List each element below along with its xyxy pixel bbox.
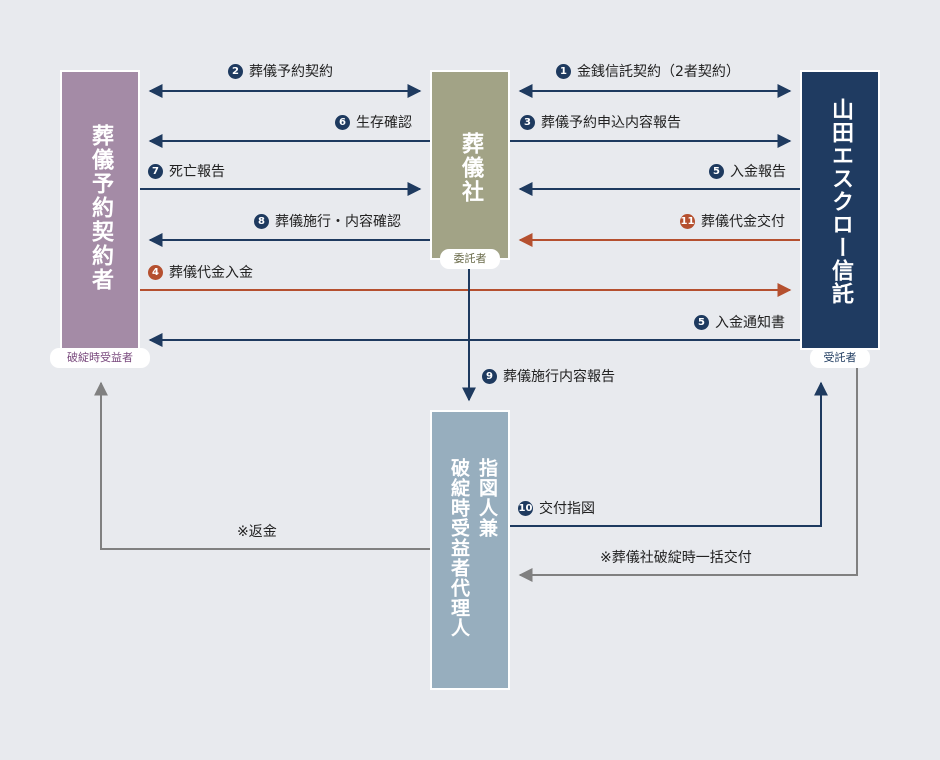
- flow-label-8: 8 葬儀施行・内容確認: [254, 211, 401, 231]
- flow-label-1: 1 金銭信託契約（2者契約）: [556, 61, 740, 81]
- flow-text-5b: 入金通知書: [715, 315, 785, 331]
- flow-label-4: 4 葬儀代金入金: [148, 262, 253, 282]
- flow-label-11: 11 葬儀代金交付: [680, 211, 785, 231]
- arrow-bankrupt: [518, 365, 858, 582]
- flow-number-1: 1: [556, 63, 571, 79]
- funeral-box: [430, 70, 510, 260]
- flow-label-10: 10 交付指図: [518, 498, 595, 518]
- agent-box: [430, 410, 510, 690]
- contractor-name: 葬儀予約契約者: [88, 124, 113, 292]
- agent-name-line1: 指図人兼: [476, 458, 498, 538]
- flow-number-11: 11: [680, 213, 695, 229]
- bankrupt-note: ※葬儀社破綻時一括交付: [600, 550, 752, 566]
- flow-text-10: 交付指図: [539, 501, 595, 517]
- flow-number-6: 6: [335, 114, 350, 130]
- flow-number-7: 7: [148, 163, 163, 179]
- escrow-role-badge: 受託者: [810, 348, 870, 368]
- flow-text-2: 葬儀予約契約: [249, 64, 333, 80]
- flow-number-2: 2: [228, 63, 243, 79]
- flow-text-9: 葬儀施行内容報告: [503, 369, 615, 385]
- contractor-role-badge: 破綻時受益者: [50, 348, 150, 368]
- flow-text-11: 葬儀代金交付: [701, 214, 785, 230]
- agent-name-line2: 破綻時受益者代理人: [448, 458, 470, 638]
- flow-number-10: 10: [518, 500, 533, 516]
- flow-text-8: 葬儀施行・内容確認: [275, 214, 401, 230]
- flow-text-1: 金銭信託契約（2者契約）: [577, 64, 740, 80]
- flow-text-7: 死亡報告: [169, 164, 225, 180]
- flow-label-5a: 5 入金報告: [709, 161, 786, 181]
- flow-text-6: 生存確認: [356, 115, 412, 131]
- arrow-flow-10: [510, 381, 828, 527]
- flow-number-8: 8: [254, 213, 269, 229]
- flow-label-5b: 5 入金通知書: [694, 312, 785, 332]
- flow-text-4: 葬儀代金入金: [169, 265, 253, 281]
- escrow-name: 山田エスクロー信託: [828, 98, 853, 305]
- flow-label-3: 3 葬儀予約申込内容報告: [520, 112, 681, 132]
- flow-label-7: 7 死亡報告: [148, 161, 225, 181]
- flow-label-2: 2 葬儀予約契約: [228, 61, 333, 81]
- funeral-name: 葬儀社: [458, 132, 483, 204]
- flow-number-9: 9: [482, 368, 497, 384]
- escrow-box: [800, 70, 880, 350]
- funeral-role-badge: 委託者: [440, 249, 500, 269]
- flow-number-5a: 5: [709, 163, 724, 179]
- refund-note: ※返金: [237, 524, 277, 540]
- contractor-box: [60, 70, 140, 350]
- flow-text-3: 葬儀予約申込内容報告: [541, 115, 681, 131]
- flow-label-6: 6 生存確認: [335, 112, 412, 132]
- flow-number-4: 4: [148, 264, 163, 280]
- flow-label-9: 9 葬儀施行内容報告: [482, 366, 615, 386]
- flow-number-5b: 5: [694, 314, 709, 330]
- arrow-refund: [94, 381, 430, 550]
- flow-text-5a: 入金報告: [730, 164, 786, 180]
- flow-number-3: 3: [520, 114, 535, 130]
